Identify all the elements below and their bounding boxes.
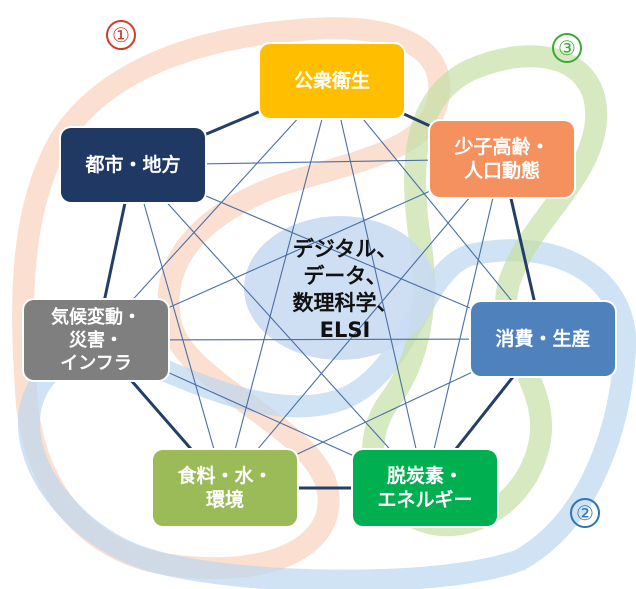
node-decarbon: 脱炭素・ エネルギー xyxy=(353,450,497,526)
center-label: デジタル、 データ、 数理科学、 ELSI xyxy=(292,237,398,342)
group-outline-2 xyxy=(17,239,636,589)
edge-inner-1-3 xyxy=(424,158,503,489)
group-marker-1: ① xyxy=(106,20,136,50)
node-consumption: 消費・生産 xyxy=(471,302,615,376)
node-food: 食料・水・ 環境 xyxy=(153,450,297,526)
group-marker-3: ③ xyxy=(552,33,582,63)
node-aging: 少子高齢・ 人口動態 xyxy=(430,121,574,197)
edge-inner-0-3 xyxy=(331,80,426,489)
group-marker-2: ② xyxy=(570,498,600,528)
edge-inner-0-2 xyxy=(331,80,544,340)
node-urban: 都市・地方 xyxy=(61,128,205,202)
edge-inner-2-5 xyxy=(95,338,544,341)
node-climate: 気候変動・ 災害・ インフラ xyxy=(24,300,168,380)
edge-inner-1-4 xyxy=(224,158,503,489)
node-public-health: 公衆衛生 xyxy=(260,44,404,118)
edge-inner-3-6 xyxy=(132,164,426,489)
group-outline-1 xyxy=(12,17,451,580)
edge-inner-0-4 xyxy=(224,80,333,489)
edge-inner-0-5 xyxy=(95,80,333,341)
edge-inner-4-6 xyxy=(132,164,226,489)
